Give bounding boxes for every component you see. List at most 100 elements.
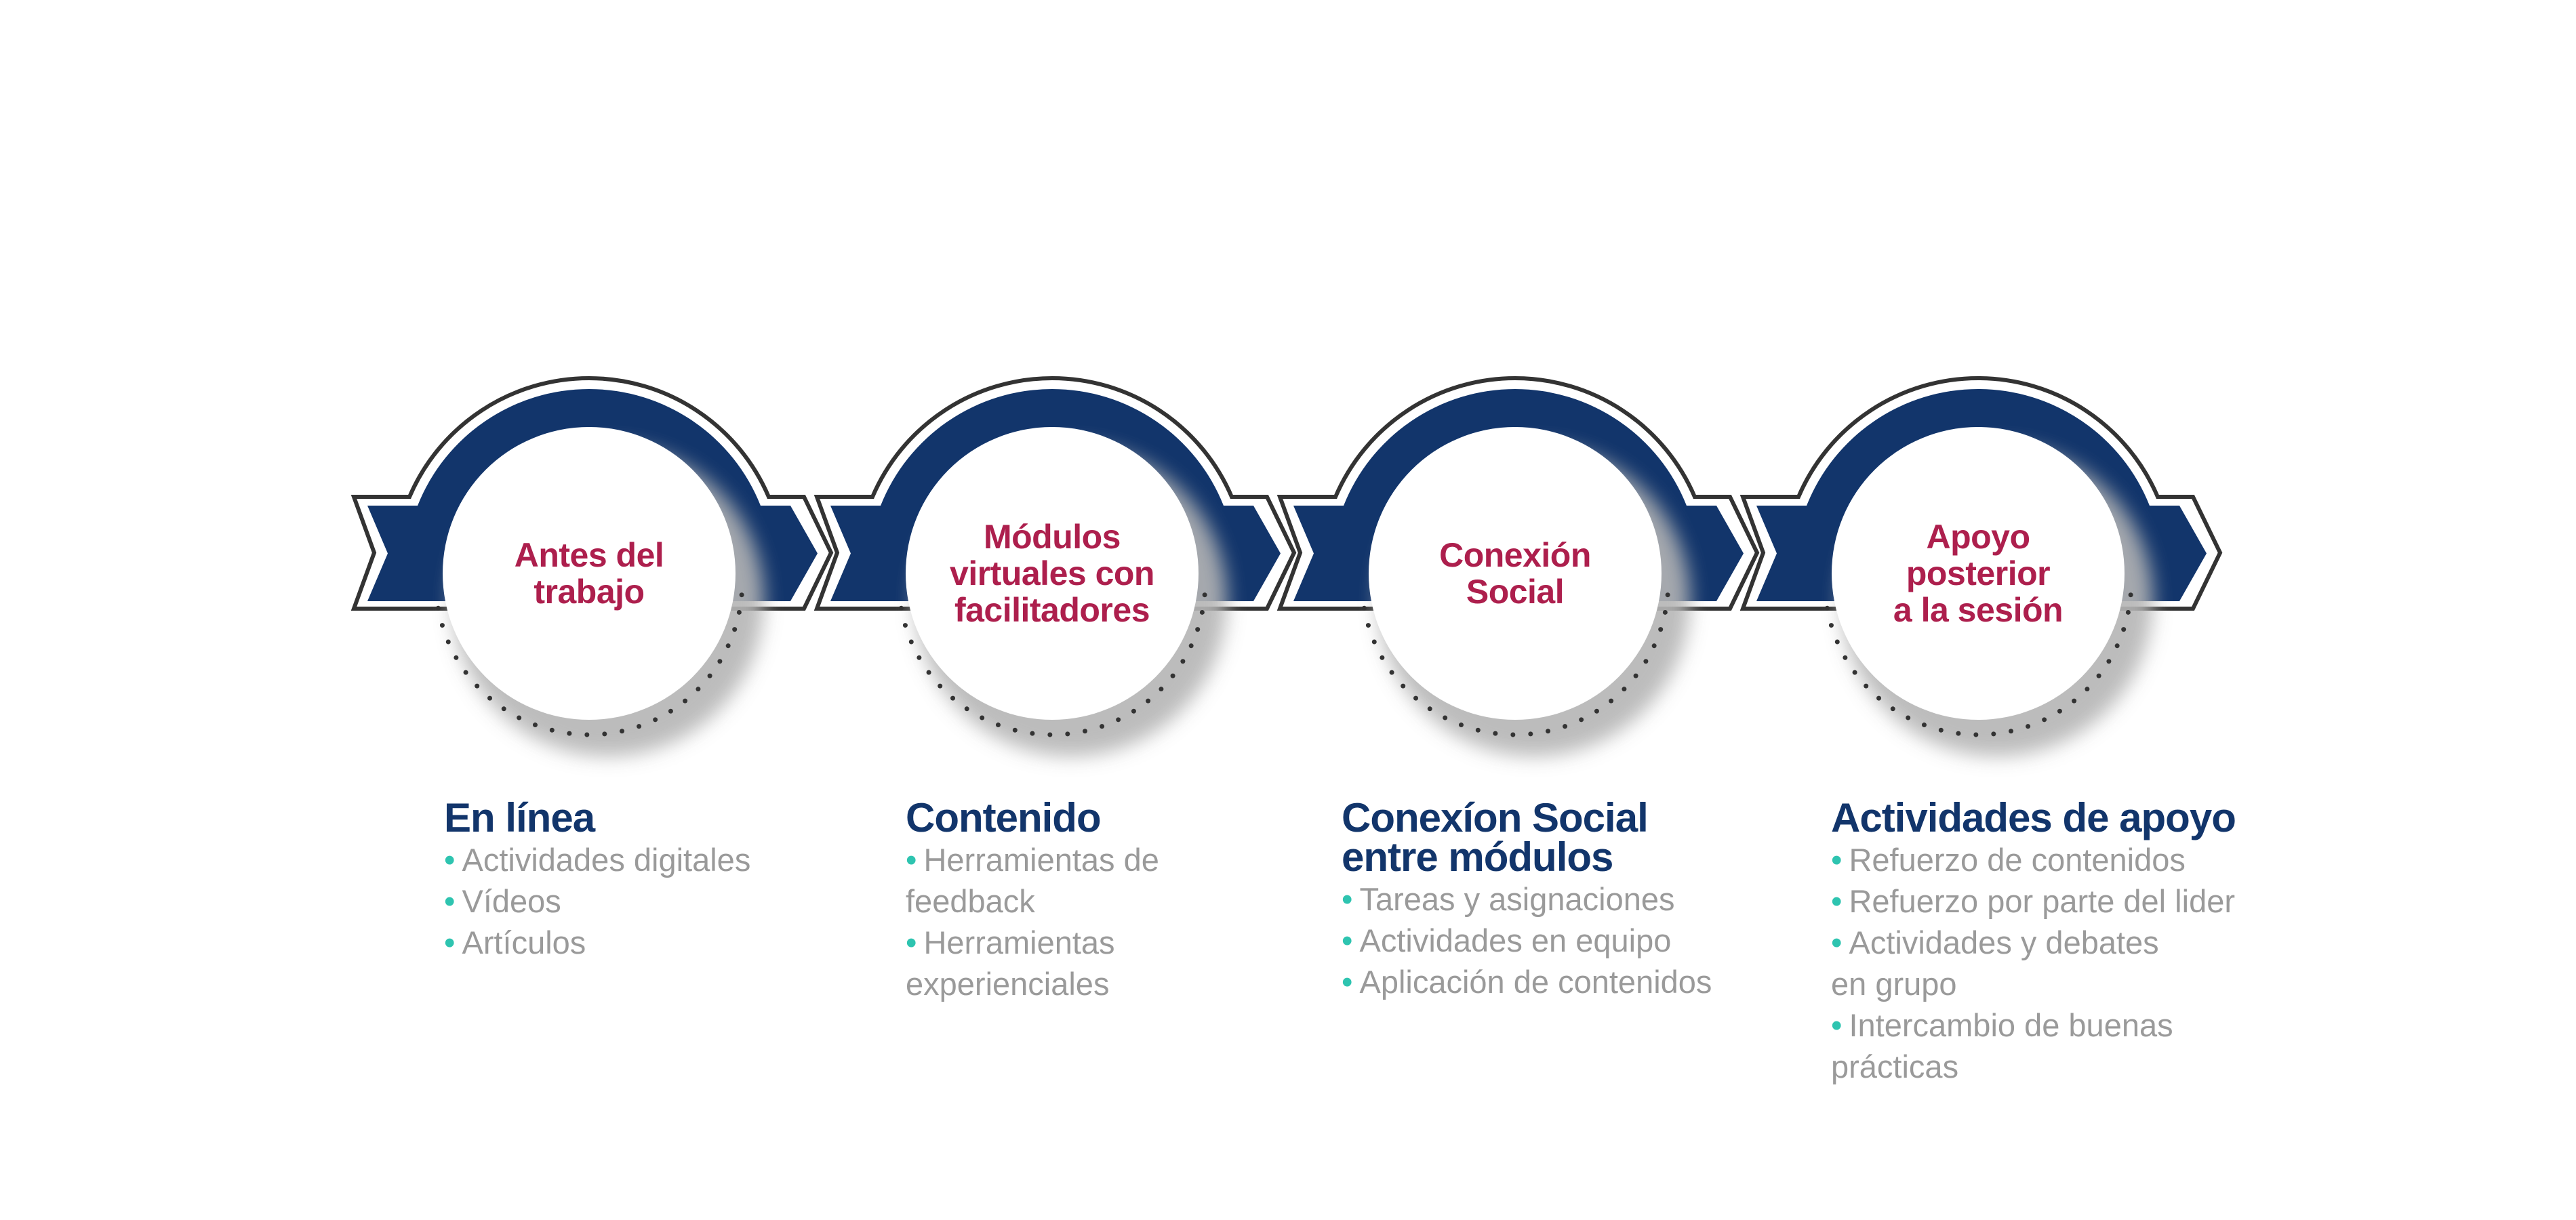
dot-marker	[1380, 655, 1385, 660]
dot-marker	[1906, 715, 1911, 720]
dot-marker	[1493, 731, 1498, 736]
step-title-line: facilitadores	[954, 591, 1150, 629]
dot-marker	[980, 715, 985, 720]
dot-marker	[1047, 732, 1053, 737]
bullet-icon: •	[444, 924, 456, 960]
dot-marker	[584, 732, 590, 737]
dot-marker	[2042, 717, 2047, 723]
dot-marker	[532, 723, 538, 728]
dot-marker	[1546, 729, 1551, 734]
dot-marker	[668, 708, 673, 714]
step-circle	[1832, 427, 2125, 720]
detail-heading: En línea	[444, 798, 905, 838]
list-item-text: Artículos	[462, 924, 586, 960]
list-item-text: Actividades en equipo	[1359, 922, 1672, 958]
dot-marker	[1956, 731, 1961, 736]
dot-marker	[1594, 708, 1599, 714]
dot-marker	[2009, 729, 2014, 734]
dot-marker	[567, 731, 572, 736]
dot-marker	[1458, 723, 1464, 728]
dot-marker	[1371, 639, 1377, 645]
list-item-continuation: experienciales	[906, 963, 1367, 1004]
dot-marker	[1413, 695, 1419, 701]
list-item: •Actividades en equipo	[1342, 920, 1803, 961]
dot-marker	[487, 695, 493, 701]
detail-heading-line: En línea	[444, 795, 595, 840]
dot-marker	[739, 592, 744, 598]
dot-marker	[926, 670, 931, 675]
dot-marker	[938, 683, 943, 689]
process-step-1	[350, 375, 834, 756]
list-item-text: Actividades y debates	[1849, 924, 2159, 960]
dot-marker	[732, 627, 738, 632]
dot-marker	[1622, 687, 1627, 692]
dot-marker	[1843, 655, 1848, 660]
dot-marker	[1401, 683, 1406, 689]
dot-marker	[1510, 732, 1516, 737]
dot-marker	[2057, 708, 2062, 714]
bullet-icon: •	[1831, 924, 1843, 960]
list-item-continuation: feedback	[906, 880, 1367, 922]
detail-list: •Actividades digitales•Vídeos•Artículos	[444, 839, 905, 963]
list-item-text: Herramientas	[923, 924, 1115, 960]
process-step-3	[1276, 375, 1760, 756]
dot-marker	[2096, 673, 2101, 678]
dot-marker	[1852, 670, 1857, 675]
list-item: •Actividades y debates	[1831, 922, 2292, 963]
dot-marker	[2106, 659, 2112, 664]
dot-marker	[1195, 627, 1201, 632]
bullet-icon: •	[1342, 922, 1353, 958]
dot-marker	[2085, 687, 2090, 692]
list-item-text: Intercambio de buenas	[1849, 1007, 2173, 1043]
bullet-icon: •	[1342, 964, 1353, 1000]
dot-marker	[1146, 698, 1151, 704]
dot-marker	[1665, 592, 1670, 598]
dot-marker	[454, 655, 459, 660]
dot-marker	[1427, 706, 1432, 712]
list-item-text: prácticas	[1831, 1049, 1959, 1084]
step-title-line: Antes del	[514, 536, 664, 574]
dot-marker	[1921, 723, 1927, 728]
detail-heading-line: Conexíon Social	[1342, 795, 1649, 840]
detail-heading-line: Actividades de apoyo	[1831, 795, 2236, 840]
list-item: •Refuerzo de contenidos	[1831, 839, 2292, 880]
detail-list: •Refuerzo de contenidos •Refuerzo por par…	[1831, 839, 2292, 1087]
dot-marker	[435, 605, 441, 611]
dot-marker	[917, 655, 922, 660]
dot-marker	[1365, 623, 1371, 628]
list-item: •Intercambio de buenas	[1831, 1004, 2292, 1046]
dot-marker	[1116, 717, 1121, 723]
dot-marker	[1828, 623, 1834, 628]
dot-marker	[1563, 724, 1568, 729]
dot-marker	[964, 706, 969, 712]
bullet-icon: •	[1342, 881, 1353, 917]
step-title-line: Módulos	[983, 518, 1121, 556]
step-detail-block: En línea•Actividades digitales•Vídeos•Ar…	[444, 798, 905, 963]
list-item: •Artículos	[444, 922, 905, 963]
dot-marker	[1188, 643, 1194, 649]
dot-marker	[2128, 592, 2133, 598]
list-item-text: feedback	[906, 883, 1035, 919]
step-title-line: posterior	[1906, 554, 2051, 592]
dot-marker	[1361, 605, 1367, 611]
dot-marker	[549, 727, 555, 733]
dot-marker	[1159, 687, 1164, 692]
dot-marker	[475, 683, 480, 689]
dot-marker	[683, 698, 688, 704]
bullet-icon: •	[444, 883, 456, 919]
dot-marker	[1012, 727, 1018, 733]
step-circle	[1369, 427, 1662, 720]
list-item-text: Refuerzo por parte del lider	[1849, 883, 2235, 919]
dot-marker	[602, 731, 607, 737]
detail-heading-line: entre módulos	[1342, 834, 1613, 880]
dot-marker	[501, 706, 506, 712]
bullet-icon: •	[444, 842, 456, 878]
dot-marker	[1030, 731, 1035, 736]
dot-marker	[1824, 605, 1830, 611]
dot-marker	[1651, 643, 1657, 649]
